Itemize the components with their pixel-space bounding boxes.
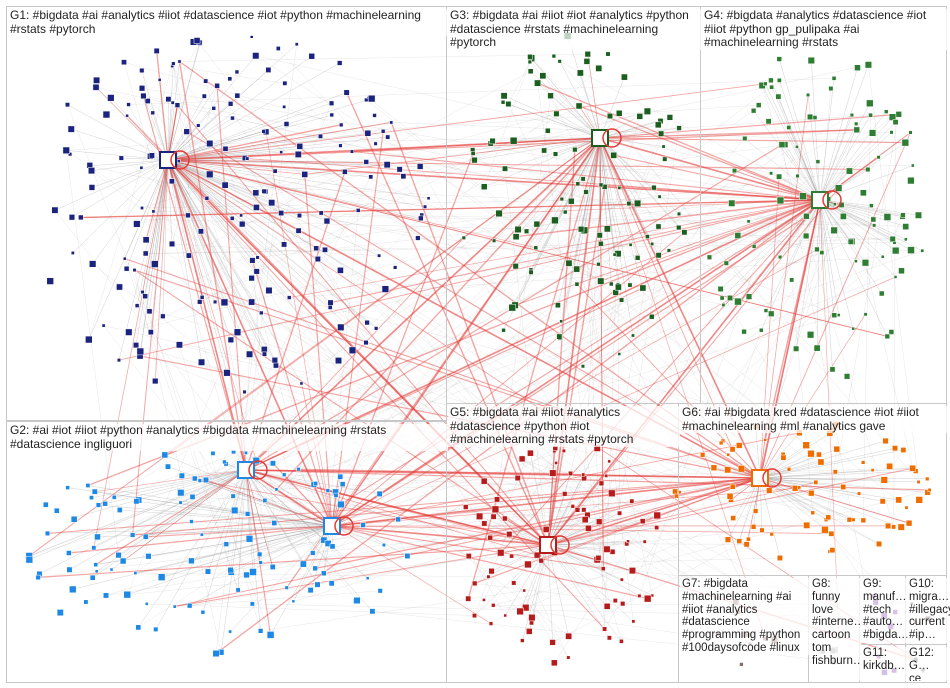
group-label-g6: G6: #ai #bigdata kred #datascience #iot … [680,406,948,433]
group-box-g3 [446,6,701,404]
group-label-g10: G10: migra… #illegacy current #ip… [907,578,950,643]
group-label-g7: G7: #bigdata #machinelearning #ai #iiot … [680,578,811,655]
group-label-g9: G9: manuf… #tech #auto… #bigda… [861,578,908,643]
group-label-g5: G5: #bigdata #ai #iiot #analytics #datas… [448,406,680,447]
group-label-g4: G4: #bigdata #analytics #datascience #io… [702,9,948,50]
group-label-g3: G3: #bigdata #ai #iiot #iot #analytics #… [448,9,702,50]
group-label-g8: G8: funny love #interne… cartoon tom fis… [810,578,861,681]
group-box-g1 [6,6,447,421]
group-label-g12: G12: G… ce_ #… [907,647,950,681]
group-box-g2 [6,421,447,683]
group-label-g11: G11: kirkdb… [861,647,908,681]
group-label-g2: G2: #ai #iot #iiot #python #analytics #b… [8,424,448,451]
group-label-g1: G1: #bigdata #ai #analytics #iiot #datas… [8,9,448,36]
group-box-g4 [700,6,947,404]
